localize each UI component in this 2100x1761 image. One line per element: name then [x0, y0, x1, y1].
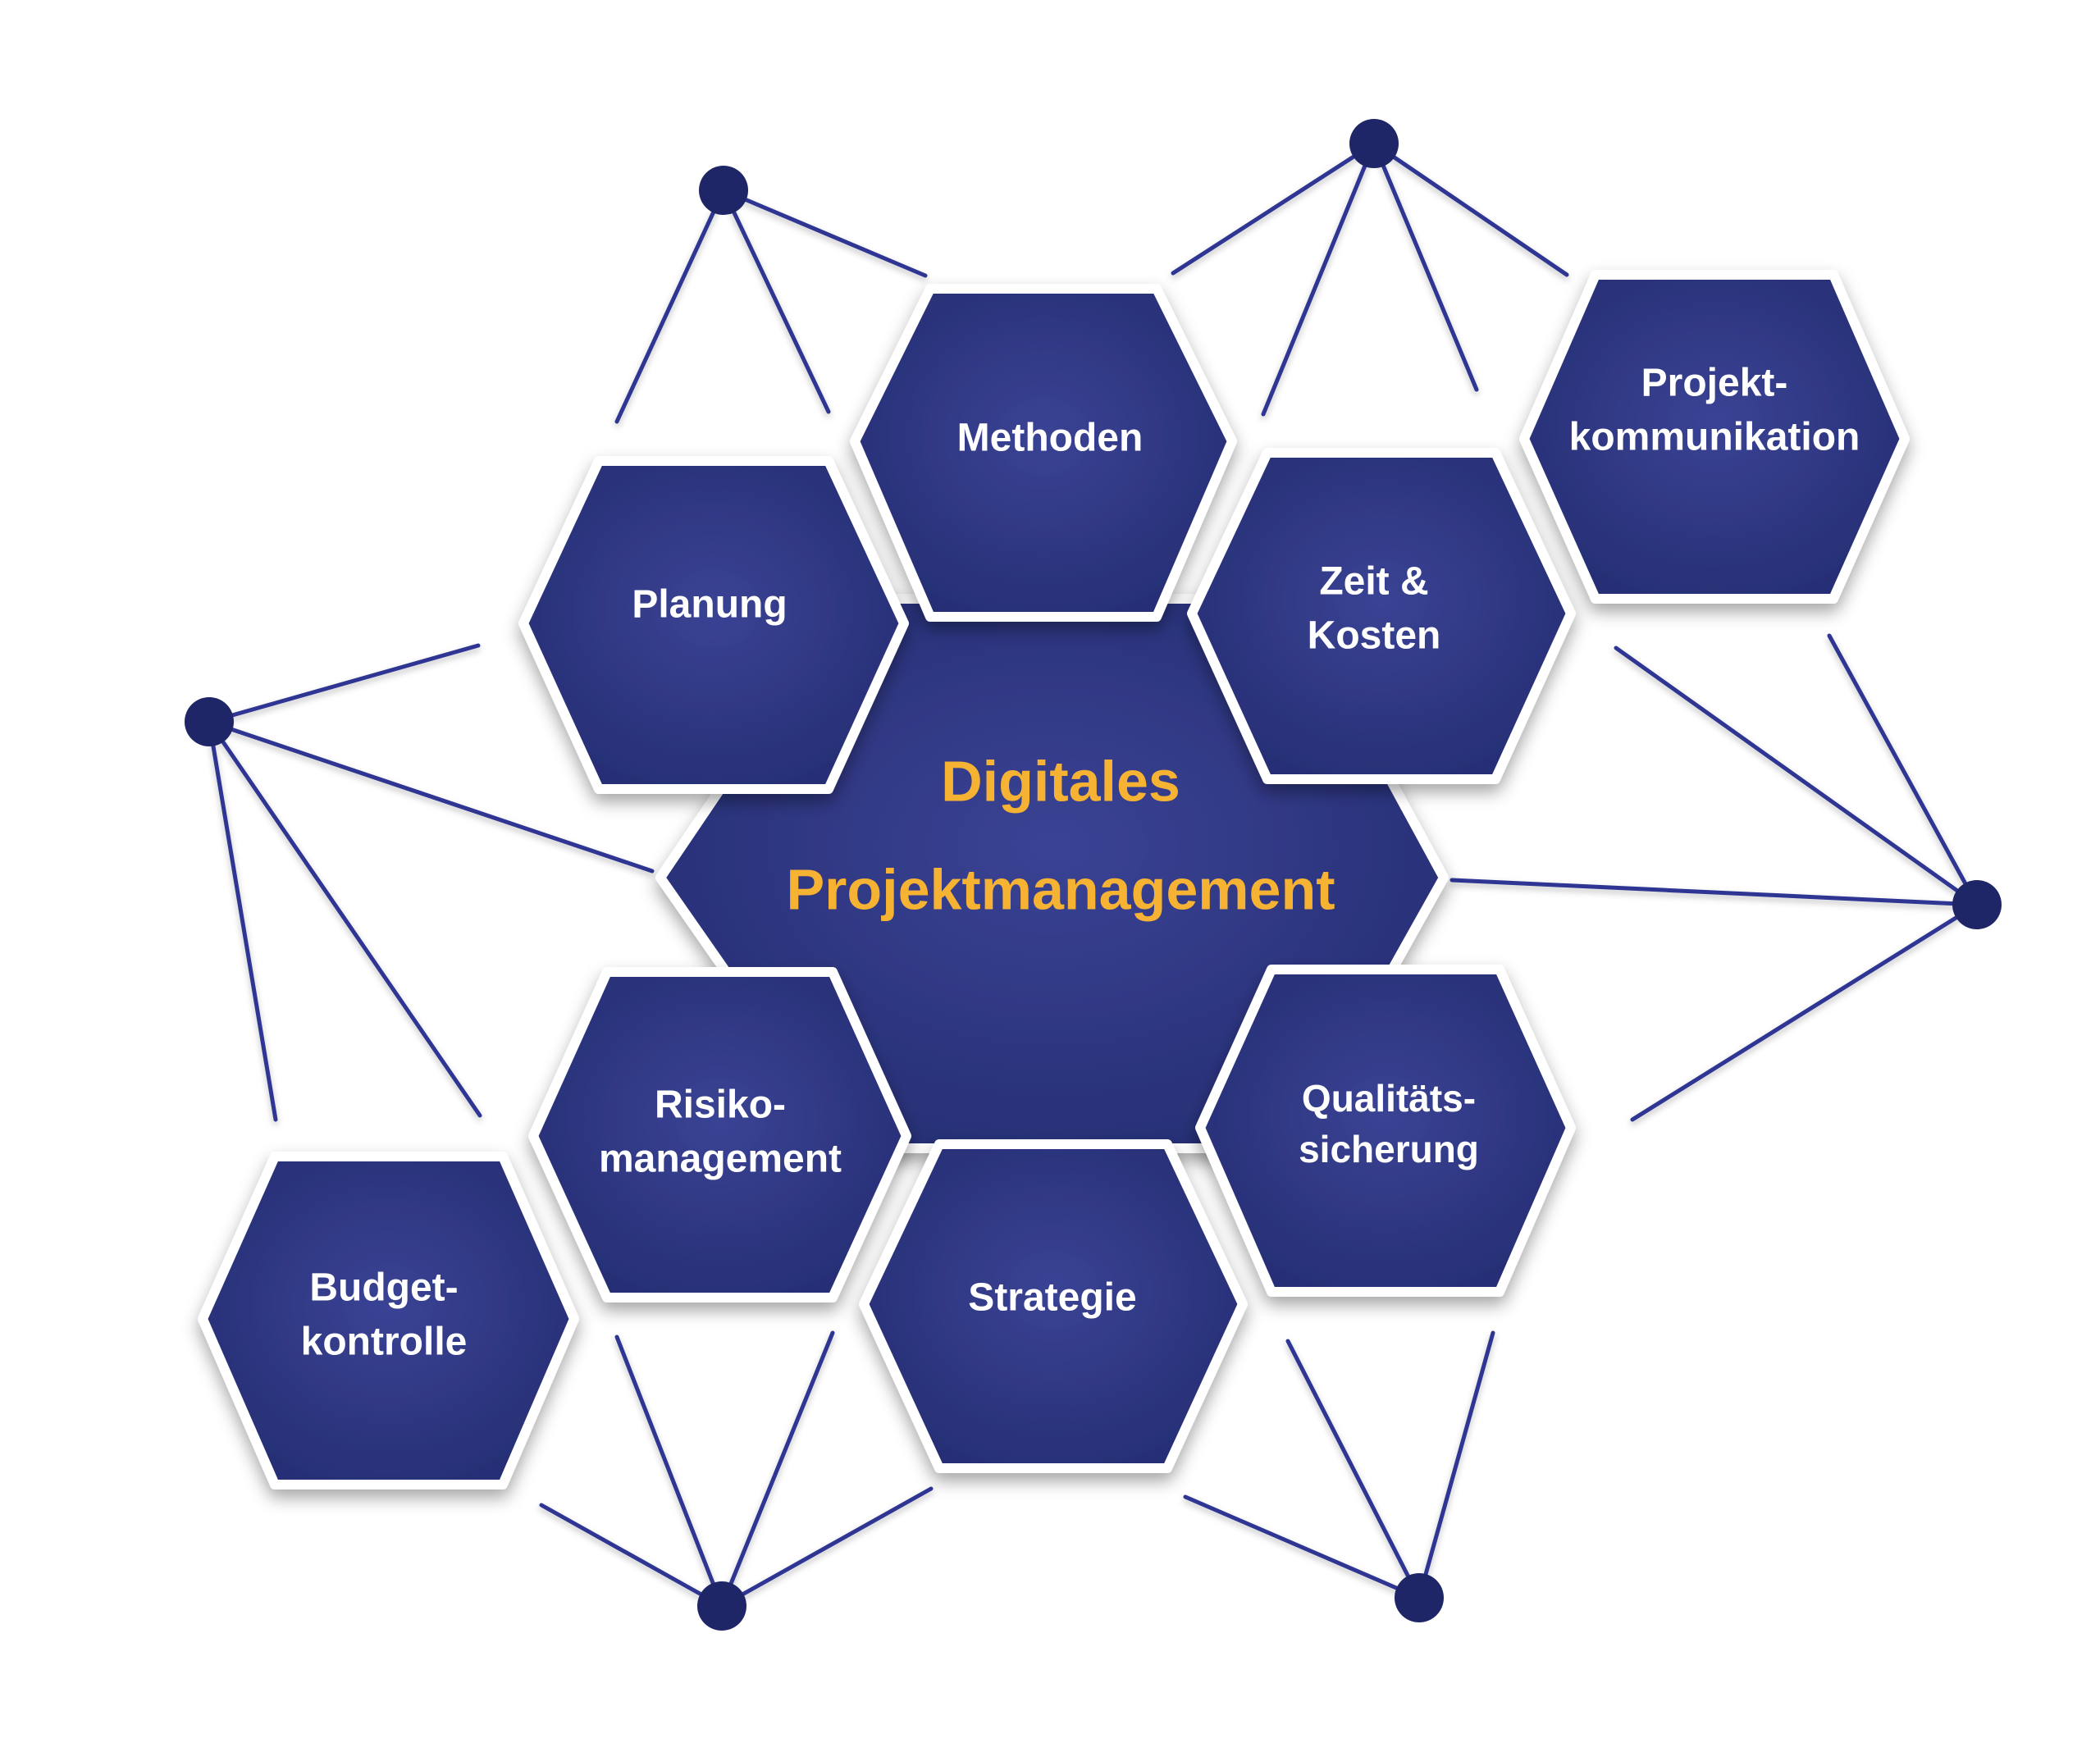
connector-line: [1171, 141, 1376, 276]
connector-line: [1261, 141, 1376, 417]
connector-line: [207, 719, 278, 1122]
hexagon-projektkommunikation: Projekt- kommunikation: [1519, 270, 1910, 604]
network-node: [1952, 880, 2002, 929]
network-node: [1349, 119, 1399, 168]
connector-line: [1827, 633, 1979, 907]
connector-line: [719, 1330, 835, 1608]
hexagon-label-budget-line2: kontrolle: [301, 1321, 468, 1364]
network-nodes: [185, 119, 2002, 1631]
center-title-line2: Projektmanagement: [786, 857, 1335, 921]
hexagon-label-qualitaet-line1: Qualitäts-: [1302, 1077, 1476, 1120]
connector-line: [614, 188, 726, 424]
hexagon-label-zeit-line2: Kosten: [1308, 614, 1441, 658]
hexagon-qualitaetssicherung: Qualitäts- sicherung: [1195, 965, 1576, 1297]
hexagon-label-budget-line1: Budget-: [309, 1266, 458, 1310]
connector-line: [207, 719, 482, 1118]
center-title-line1: Digitales: [941, 749, 1180, 813]
hexagon-label-qualitaet-line2: sicherung: [1299, 1128, 1479, 1170]
network-node: [1395, 1573, 1444, 1622]
connector-line: [721, 188, 928, 278]
connector-lines: [207, 141, 1979, 1608]
hexagon-planung: Planung: [518, 456, 909, 794]
hexagon-methoden: Methoden: [850, 284, 1237, 622]
hexagon-strategie: Strategie: [859, 1139, 1248, 1473]
connector-line: [719, 1486, 934, 1608]
hexagon-risikomanagement: Risiko- management: [528, 967, 911, 1303]
connector-line: [721, 188, 831, 414]
connector-line: [614, 1334, 724, 1608]
hexagon-label-methoden: Methoden: [957, 417, 1144, 460]
connector-line: [1417, 1330, 1495, 1600]
hexagon-label-kommunikation-line2: kommunikation: [1569, 416, 1860, 459]
hexagon-label-risiko-line2: management: [599, 1138, 842, 1181]
hexagon-zeit-kosten: Zeit & Kosten: [1187, 448, 1576, 784]
connector-line: [1372, 141, 1569, 277]
network-node: [185, 697, 234, 746]
connector-line: [1372, 141, 1479, 392]
network-node: [697, 1581, 746, 1631]
network-node: [699, 166, 748, 215]
connector-line: [1630, 902, 1979, 1122]
connector-line: [1183, 1494, 1422, 1600]
hexagon-label-risiko-line1: Risiko-: [655, 1084, 786, 1127]
connector-line: [1614, 646, 1979, 907]
hexagon-budgetkontrolle: Budget- kontrolle: [198, 1152, 579, 1490]
connector-line: [1449, 878, 1979, 907]
hexagon-label-strategie: Strategie: [968, 1276, 1136, 1320]
connector-line: [207, 643, 481, 724]
hexagon-label-zeit-line1: Zeit &: [1319, 560, 1428, 604]
connector-line: [207, 719, 655, 874]
connector-line: [1285, 1339, 1422, 1600]
hexagon-label-kommunikation-line1: Projekt-: [1641, 362, 1788, 405]
hexagon-label-planung: Planung: [632, 583, 787, 627]
connector-line: [539, 1503, 724, 1608]
